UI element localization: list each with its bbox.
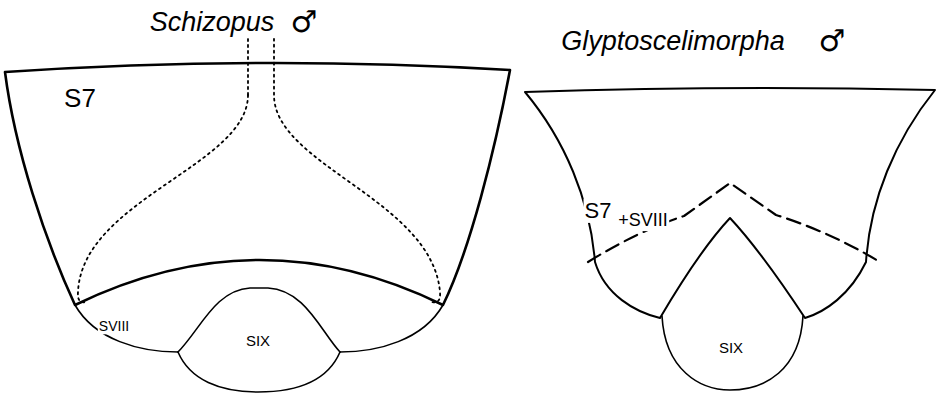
sex-symbol: ♂ (818, 24, 847, 57)
sternite-8-outline (75, 305, 178, 352)
sclerite-name: +SVIII (617, 211, 669, 231)
sternite-9-outline (662, 316, 803, 390)
apodeme-outline (78, 95, 248, 302)
genus-name: Glyptoscelimorpha (560, 27, 786, 57)
sclerite-name: S7 (584, 199, 613, 223)
sclerite-name: SIX (718, 340, 744, 357)
sclerite-name: S7 (63, 84, 97, 113)
sternite-8-outline (340, 305, 443, 352)
apodeme-outline (248, 24, 440, 302)
sex-symbol: ♂ (290, 5, 319, 38)
sternite-7-outline (5, 63, 510, 305)
sternite-9-outline (178, 352, 340, 392)
fusion-boundary (588, 183, 880, 262)
fused-sternite-outline (525, 88, 935, 318)
sclerite-name: SIX (245, 333, 271, 350)
sternite-9-outline (178, 288, 340, 352)
sclerite-name: SVIII (98, 319, 130, 334)
genus-name: Schizopus (149, 8, 276, 38)
